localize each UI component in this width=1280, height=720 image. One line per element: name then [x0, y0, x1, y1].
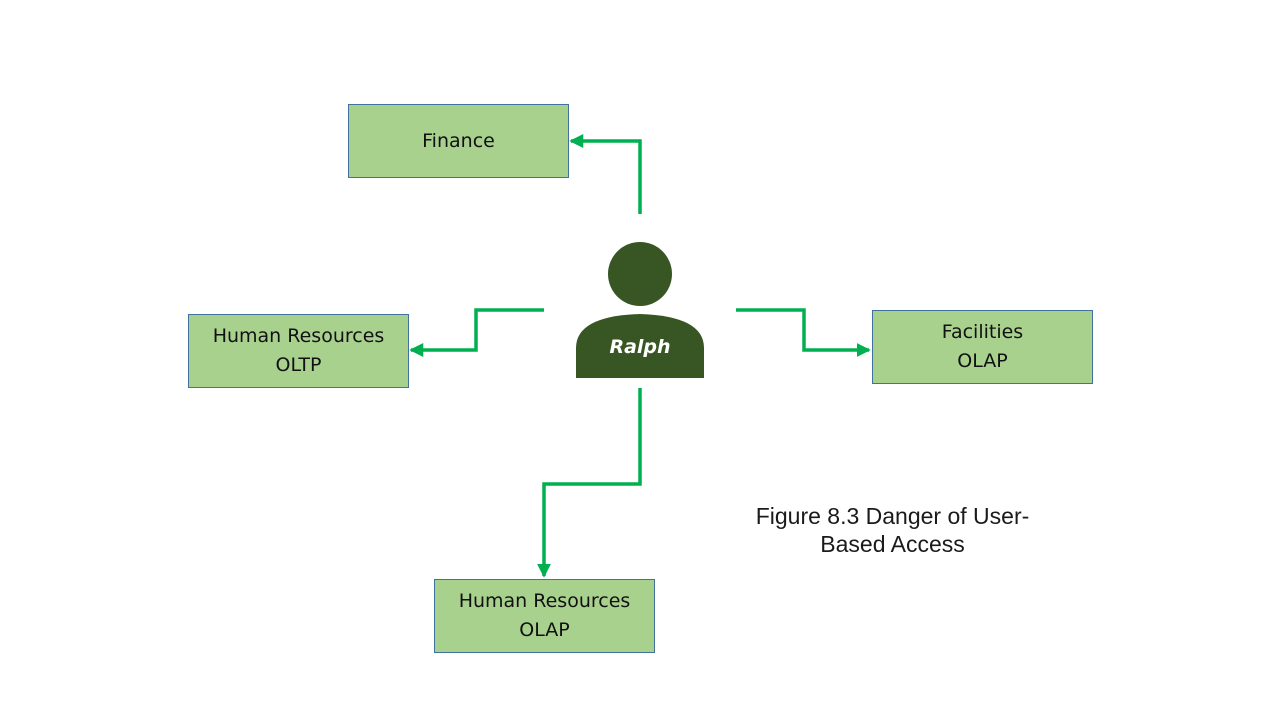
hr-oltp-label-line1: Human Resources [212, 325, 385, 347]
facilities-olap-node: Facilities OLAP [872, 310, 1093, 384]
hr-olap-label-line1: Human Resources [458, 590, 631, 612]
hr-oltp-node: Human Resources OLTP [188, 314, 409, 388]
connector-to-finance [569, 134, 642, 214]
hr-olap-node: Human Resources OLAP [434, 579, 655, 653]
user-name-label: Ralph [609, 336, 671, 358]
hr-olap-label-line2: OLAP [519, 619, 570, 641]
finance-node: Finance [348, 104, 569, 178]
connector-to-hr-oltp [409, 308, 544, 357]
figure-caption-line1: Figure 8.3 Danger of User- [755, 503, 1030, 529]
finance-label: Finance [422, 129, 495, 152]
connector-to-facilities-olap [736, 308, 871, 357]
person-icon [576, 242, 704, 378]
hr-oltp-label-line2: OLTP [275, 354, 322, 376]
facilities-olap-label-line2: OLAP [957, 350, 1008, 372]
figure-caption-line2: Based Access [820, 531, 965, 557]
figure-caption: Figure 8.3 Danger of User- Based Access [740, 502, 1045, 558]
facilities-olap-label-line1: Facilities [941, 321, 1024, 343]
connector-to-hr-olap [537, 388, 642, 578]
